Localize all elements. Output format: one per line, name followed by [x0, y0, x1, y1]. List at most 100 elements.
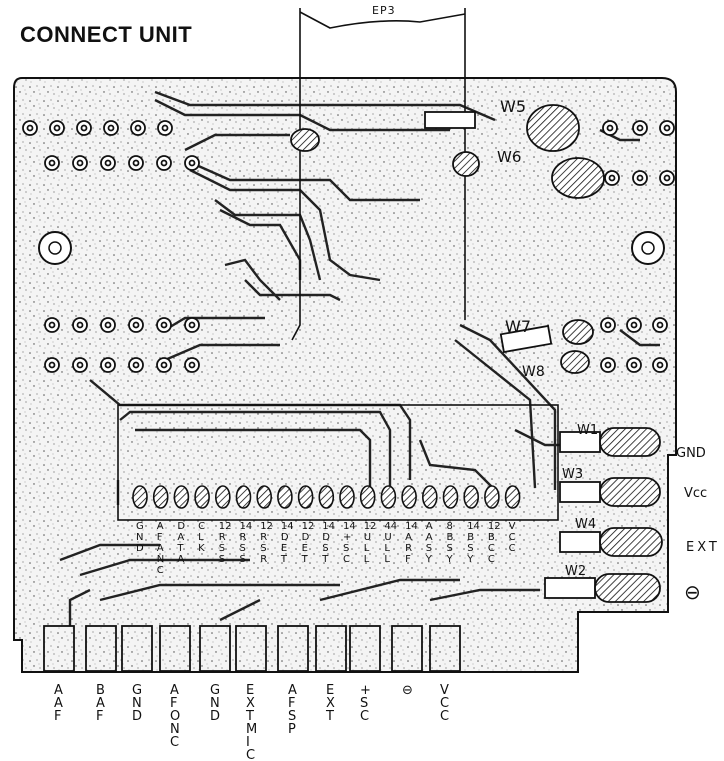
connector-pad [235, 485, 252, 509]
pin-label-char: T [301, 554, 309, 565]
pin-label-char: L [384, 543, 390, 554]
bottom-label-char: F [54, 709, 61, 724]
bottom-label-char: C [246, 748, 255, 761]
bottom-label-char: S [360, 696, 368, 711]
pin-label-char: S [426, 543, 432, 554]
pin-label-char: F [157, 532, 163, 543]
pin-label-char: G [136, 521, 144, 532]
pin-label-char: D [281, 532, 289, 543]
bottom-label-char: N [132, 696, 142, 711]
pin-label-char: K [198, 543, 205, 554]
bottom-label-char: O [170, 709, 180, 724]
pin-label-char: R [219, 532, 226, 543]
pin-label-char: S [219, 554, 225, 565]
via-hole-center [188, 361, 196, 369]
pin-label-char: + [343, 532, 351, 543]
via-hole-center [161, 124, 169, 132]
bottom-terminal [391, 625, 423, 672]
bottom-label-char: T [245, 709, 254, 724]
via-hole-center [606, 124, 614, 132]
connector-pad [152, 485, 169, 509]
bottom-terminal [277, 625, 309, 672]
pin-label-char: 14 [405, 521, 418, 532]
pin-label-char: V [509, 521, 516, 532]
pin-label-char: A [405, 532, 412, 543]
connector-pad [318, 485, 335, 509]
wire-label-w3: W3 [562, 467, 583, 482]
bottom-label-char: T [325, 709, 334, 724]
connector-pad [442, 485, 459, 509]
wire-label-w6: W6 [497, 148, 521, 166]
bottom-label-char: S [288, 709, 296, 724]
side-label-gnd: GND [676, 446, 706, 461]
bottom-terminal [85, 625, 117, 672]
bottom-label-char: A [170, 683, 179, 698]
bottom-label-char: P [288, 722, 296, 737]
pin-label-char: C [198, 521, 205, 532]
pin-label-char: D [136, 543, 144, 554]
pin-label-char: R [260, 532, 267, 543]
connector-pad [380, 485, 397, 509]
pin-label-char: C [509, 543, 516, 554]
pin-label-char: S [240, 554, 246, 565]
pin-label-char: B [488, 532, 495, 543]
pin-label-char: L [364, 543, 370, 554]
bottom-label-char: V [440, 683, 449, 698]
bottom-label-char: C [440, 709, 449, 724]
bottom-label-char: + [360, 683, 371, 698]
bottom-label-char: M [246, 722, 257, 737]
via-hole-center [132, 361, 140, 369]
right-connectors [424, 111, 663, 603]
wire-label-w7: W7 [505, 317, 531, 336]
bottom-label-char: N [210, 696, 220, 711]
pin-label-char: F [405, 554, 411, 565]
via-hole-center [608, 174, 616, 182]
pin-label-char: 14 [240, 521, 253, 532]
bottom-label-char: C [360, 709, 369, 724]
bottom-label-char: ⊖ [402, 683, 413, 698]
connector-pad [339, 485, 355, 509]
via-hole-center [80, 124, 88, 132]
via-hole-center [104, 159, 112, 167]
bottom-label-char: B [96, 683, 105, 698]
bottom-terminal [429, 625, 461, 672]
bottom-label-char: E [246, 683, 254, 698]
via-hole-center [107, 124, 115, 132]
pin-label-char: S [240, 543, 246, 554]
pin-label-char: C [157, 565, 164, 576]
pin-label-char: E [281, 543, 287, 554]
pin-label-char: Y [466, 554, 474, 565]
pin-label-char: L [364, 554, 370, 565]
bottom-label-char: A [54, 696, 63, 711]
connector-pad [401, 485, 417, 509]
pin-label-char: T [321, 554, 329, 565]
via-hole-center [132, 321, 140, 329]
via-hole-center [76, 321, 84, 329]
bottom-terminal [121, 625, 153, 672]
pin-label-char: 12 [260, 521, 273, 532]
via-hole-center [48, 361, 56, 369]
via-hole-center [160, 159, 168, 167]
via-hole-center [160, 321, 168, 329]
pin-label-char: D [322, 532, 330, 543]
bottom-label-char: X [246, 696, 255, 711]
bottom-label-char: A [54, 683, 63, 698]
pin-label-char: 14 [322, 521, 335, 532]
pin-label-char: D [177, 521, 185, 532]
pin-label-char: T [176, 543, 184, 554]
via-hole-center [134, 124, 142, 132]
pin-label-char: U [364, 532, 371, 543]
connector-pad [215, 485, 231, 509]
side-label-vcc: Vcc [684, 486, 708, 501]
via-hole-center [104, 361, 112, 369]
bottom-terminals [43, 625, 461, 672]
connector-pad [504, 485, 521, 509]
via-hole-center [104, 321, 112, 329]
pin-label-char: A [157, 543, 164, 554]
via-hole-center [656, 321, 664, 329]
bottom-label-char: C [440, 696, 449, 711]
bottom-label-char: F [170, 696, 177, 711]
bottom-label-char: F [96, 709, 103, 724]
bottom-terminal [159, 625, 191, 672]
